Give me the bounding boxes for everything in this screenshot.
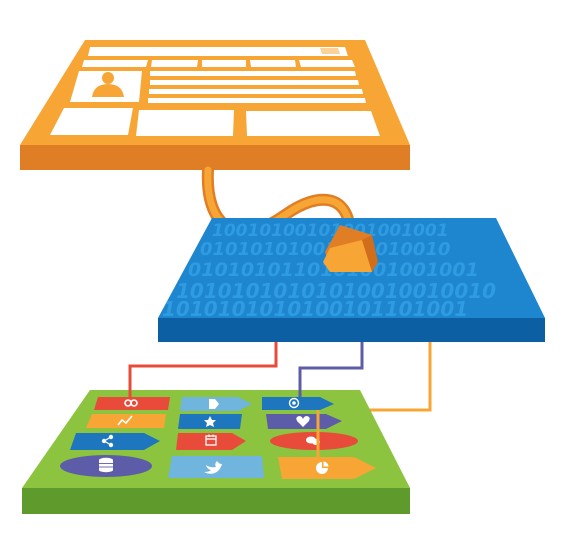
- twitter-bird-icon: [204, 461, 222, 474]
- content-text-line: [150, 80, 359, 85]
- app-tile-calendar: [176, 433, 246, 450]
- binary-row: 10010100101001001001: [212, 221, 449, 241]
- star-icon: [204, 416, 216, 427]
- connector-red: [128, 342, 278, 398]
- app-tile-heart: [266, 414, 342, 429]
- header-accent: [320, 48, 340, 54]
- calendar-icon: [205, 434, 217, 446]
- heart-icon: [296, 416, 310, 427]
- nav-bar-item: [299, 60, 355, 67]
- database-icon: [99, 457, 113, 473]
- app-tile-target: [262, 397, 334, 410]
- data-layer-side: [158, 318, 545, 342]
- presentation-layer: [20, 40, 410, 170]
- presentation-layer-side: [20, 145, 410, 170]
- binary-row: 10101010101010010010010: [176, 279, 496, 303]
- plug-connector: [323, 225, 378, 272]
- app-tile-trend: [86, 414, 166, 428]
- nav-bar-item: [82, 60, 148, 67]
- app-tile-database: [60, 455, 152, 477]
- binary-row: 01010101001010010010: [200, 239, 451, 260]
- app-tile-pie-chart: [278, 457, 376, 479]
- content-text-line: [150, 71, 356, 76]
- app-tile-star: [178, 414, 242, 429]
- content-text-line: [149, 89, 363, 94]
- nav-bar-item: [151, 60, 198, 67]
- content-block: [246, 111, 380, 136]
- application-layer-side: [22, 488, 410, 514]
- tag-icon: [209, 399, 219, 409]
- app-tile-link: [94, 397, 170, 410]
- binary-stream: 10010100101001001001 0101010100101001001…: [162, 221, 496, 321]
- data-layer: 10010100101001001001 0101010100101001001…: [158, 218, 545, 342]
- content-block: [50, 108, 133, 135]
- app-tile-chat: [270, 432, 358, 450]
- app-tile-share: [70, 433, 160, 450]
- connector-purple: [298, 342, 364, 402]
- pie-chart-icon: [316, 461, 329, 474]
- binary-row: 1010101010100101101001: [162, 297, 468, 321]
- user-avatar-icon: [92, 72, 124, 97]
- link-icon: [124, 399, 138, 407]
- content-text-line: [148, 98, 366, 103]
- app-tile-tag: [180, 397, 252, 411]
- application-layer: [22, 390, 410, 514]
- target-icon: [288, 397, 300, 409]
- trend-chart-icon: [117, 415, 133, 426]
- app-tile-twitter: [168, 456, 264, 478]
- nav-bar-item: [202, 60, 246, 67]
- content-block: [136, 110, 234, 136]
- page-header-bar: [88, 47, 348, 56]
- nav-bar-item: [250, 60, 296, 67]
- share-icon: [101, 434, 114, 448]
- data-cable: [201, 164, 356, 241]
